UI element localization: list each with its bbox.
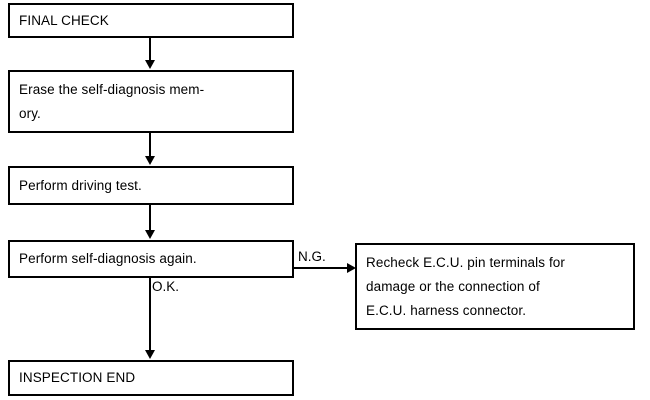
connector-ng-branch — [294, 267, 348, 269]
arrowhead-final-check-to-erase — [144, 60, 155, 69]
node-erase-memory-label: Erase the self-diagnosis mem- ory. — [19, 82, 205, 121]
arrowhead-driving-test-to-self-diagnosis — [144, 230, 155, 239]
connector-erase-to-driving-test — [149, 133, 151, 157]
node-recheck-ecu: Recheck E.C.U. pin terminals for damage … — [355, 243, 635, 330]
node-driving-test: Perform driving test. — [8, 166, 294, 205]
node-self-diagnosis-again: Perform self-diagnosis again. — [8, 240, 294, 278]
edge-label-ok: O.K. — [152, 279, 180, 294]
node-final-check: FINAL CHECK — [8, 3, 294, 38]
connector-final-check-to-erase — [149, 38, 151, 61]
node-self-diagnosis-again-label: Perform self-diagnosis again. — [19, 251, 197, 266]
edge-label-ng: N.G. — [298, 249, 326, 264]
node-inspection-end-label: INSPECTION END — [19, 370, 136, 385]
arrowhead-erase-to-driving-test — [144, 156, 155, 165]
arrowhead-ng-branch — [347, 262, 356, 273]
node-final-check-label: FINAL CHECK — [19, 12, 109, 28]
node-inspection-end: INSPECTION END — [8, 360, 294, 396]
node-recheck-ecu-label: Recheck E.C.U. pin terminals for damage … — [366, 255, 566, 318]
connector-driving-test-to-self-diagnosis — [149, 205, 151, 231]
node-driving-test-label: Perform driving test. — [19, 177, 142, 193]
node-erase-memory: Erase the self-diagnosis mem- ory. — [8, 70, 294, 133]
connector-ok-branch — [149, 278, 151, 351]
arrowhead-ok-branch — [144, 350, 155, 359]
